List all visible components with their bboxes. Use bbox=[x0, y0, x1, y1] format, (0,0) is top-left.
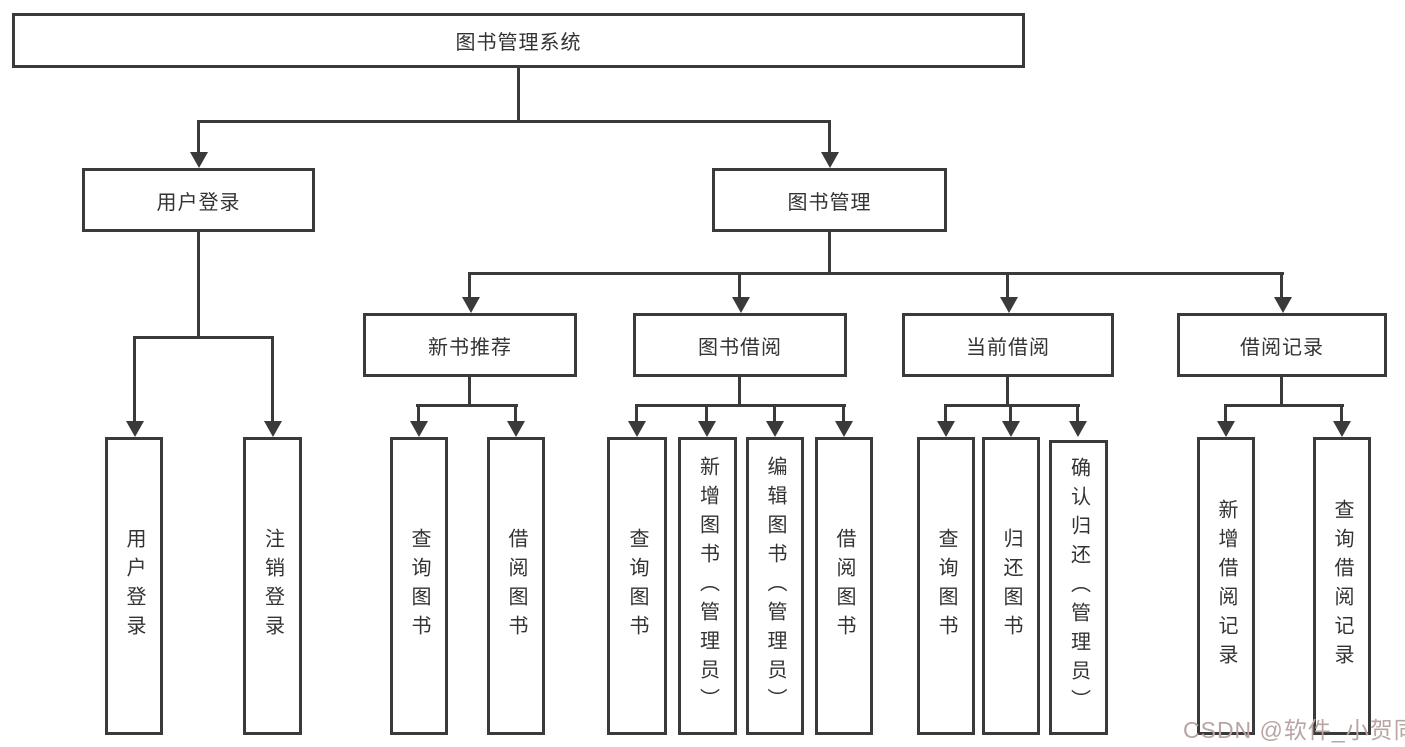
arrowhead-current-borrow bbox=[1000, 297, 1018, 313]
node-new-book-recommend-label: 新书推荐 bbox=[428, 336, 512, 359]
connector-to-book-management bbox=[828, 120, 831, 153]
leaf-edit-book-admin: 编辑图书（管理员） bbox=[746, 437, 804, 735]
leaf-borrow-books-2: 借阅图书 bbox=[815, 437, 873, 735]
node-new-book-recommend: 新书推荐 bbox=[363, 313, 577, 377]
node-book-management-label: 图书管理 bbox=[787, 191, 872, 214]
leaf-query-books-2-label: 查询图书 bbox=[626, 528, 648, 644]
connector-to-user-login bbox=[197, 120, 200, 153]
connector-to-return-books bbox=[1009, 404, 1012, 421]
leaf-confirm-return-admin-label: 确认归还（管理员） bbox=[1067, 457, 1090, 718]
connector-to-edit-book bbox=[773, 404, 776, 421]
leaf-query-books-1: 查询图书 bbox=[390, 437, 448, 735]
connector-borrow-records-stem bbox=[1280, 377, 1283, 404]
leaf-query-borrow-record-label: 查询借阅记录 bbox=[1331, 499, 1353, 673]
leaf-add-book-admin-label: 新增图书（管理员） bbox=[696, 455, 719, 717]
leaf-add-book-admin: 新增图书（管理员） bbox=[678, 437, 737, 735]
leaf-logout-label: 注销登录 bbox=[261, 528, 284, 644]
arrowhead-borrow-books-1 bbox=[507, 421, 525, 437]
arrowhead-borrow-records bbox=[1274, 297, 1292, 313]
arrowhead-new-book bbox=[462, 297, 480, 313]
arrowhead-user-login bbox=[190, 152, 208, 168]
connector-current-borrow-branch bbox=[944, 404, 1080, 407]
connector-to-query-books-2 bbox=[635, 404, 638, 421]
arrowhead-return-books bbox=[1002, 421, 1020, 437]
node-root: 图书管理系统 bbox=[12, 13, 1025, 68]
leaf-add-borrow-record-label: 新增借阅记录 bbox=[1215, 499, 1237, 673]
leaf-return-books-label: 归还图书 bbox=[1000, 528, 1022, 644]
leaf-borrow-books-2-label: 借阅图书 bbox=[833, 528, 855, 644]
node-user-login-label: 用户登录 bbox=[156, 191, 241, 214]
connector-book-management-stem bbox=[828, 232, 831, 272]
arrowhead-borrow-books-2 bbox=[835, 421, 853, 437]
connector-to-current-borrow bbox=[1006, 272, 1009, 297]
connector-root-stem bbox=[517, 68, 520, 120]
arrowhead-book-management bbox=[821, 152, 839, 168]
connector-current-borrow-stem bbox=[1006, 377, 1009, 404]
connector-to-add-borrow-record bbox=[1224, 404, 1227, 421]
leaf-query-books-3-label: 查询图书 bbox=[935, 528, 957, 644]
arrowhead-confirm-return bbox=[1069, 421, 1087, 437]
arrowhead-edit-book bbox=[766, 421, 784, 437]
leaf-query-books-1-label: 查询图书 bbox=[408, 528, 430, 644]
csdn-watermark: CSDN @软件_小贺同学 bbox=[1183, 717, 1405, 743]
connector-borrow-records-branch bbox=[1224, 404, 1344, 407]
leaf-logout: 注销登录 bbox=[243, 437, 302, 735]
leaf-query-books-3: 查询图书 bbox=[917, 437, 975, 735]
arrowhead-query-borrow-record bbox=[1333, 421, 1351, 437]
connector-to-borrow-records bbox=[1280, 272, 1283, 297]
connector-to-query-books-1 bbox=[417, 404, 420, 421]
connector-user-login-stem bbox=[197, 232, 200, 336]
node-borrow-records-label: 借阅记录 bbox=[1240, 336, 1324, 359]
connector-book-borrow-branch bbox=[635, 404, 846, 407]
arrowhead-leaf-logout bbox=[264, 421, 282, 437]
connector-to-new-book bbox=[468, 272, 471, 297]
node-borrow-records: 借阅记录 bbox=[1177, 313, 1387, 377]
connector-to-add-book bbox=[705, 404, 708, 421]
leaf-add-borrow-record: 新增借阅记录 bbox=[1197, 437, 1255, 735]
leaf-query-borrow-record: 查询借阅记录 bbox=[1313, 437, 1371, 735]
arrowhead-add-borrow-record bbox=[1217, 421, 1235, 437]
node-root-label: 图书管理系统 bbox=[455, 32, 582, 54]
leaf-user-login: 用户登录 bbox=[105, 437, 163, 735]
connector-user-login-branch bbox=[133, 336, 274, 339]
arrowhead-add-book bbox=[698, 421, 716, 437]
connector-to-leaf-user-login bbox=[133, 336, 136, 421]
connector-to-book-borrow bbox=[738, 272, 741, 297]
node-book-borrow-label: 图书借阅 bbox=[698, 336, 782, 359]
connector-to-leaf-logout bbox=[271, 336, 274, 421]
leaf-edit-book-admin-label: 编辑图书（管理员） bbox=[764, 455, 786, 717]
arrowhead-query-books-3 bbox=[937, 421, 955, 437]
leaf-query-books-2: 查询图书 bbox=[607, 437, 667, 735]
connector-to-query-borrow-record bbox=[1340, 404, 1343, 421]
leaf-borrow-books-1: 借阅图书 bbox=[487, 437, 545, 735]
arrowhead-leaf-user-login bbox=[126, 421, 144, 437]
connector-book-management-branch bbox=[468, 272, 1284, 275]
arrowhead-query-books-1 bbox=[410, 421, 428, 437]
connector-root-branch bbox=[197, 120, 831, 123]
leaf-user-login-label: 用户登录 bbox=[123, 528, 145, 644]
connector-to-confirm-return bbox=[1076, 404, 1079, 421]
connector-to-borrow-books-2 bbox=[842, 404, 845, 421]
node-book-borrow: 图书借阅 bbox=[633, 313, 847, 377]
connector-new-book-branch bbox=[416, 404, 518, 407]
leaf-confirm-return-admin: 确认归还（管理员） bbox=[1049, 440, 1108, 735]
connector-to-borrow-books-1 bbox=[514, 404, 517, 421]
connector-new-book-stem bbox=[468, 377, 471, 404]
node-user-login: 用户登录 bbox=[82, 168, 315, 232]
connector-to-query-books-3 bbox=[944, 404, 947, 421]
node-current-borrow: 当前借阅 bbox=[902, 313, 1114, 377]
connector-book-borrow-stem bbox=[738, 377, 741, 404]
arrowhead-book-borrow bbox=[732, 297, 750, 313]
leaf-return-books: 归还图书 bbox=[982, 437, 1040, 735]
node-current-borrow-label: 当前借阅 bbox=[966, 336, 1050, 359]
node-book-management: 图书管理 bbox=[712, 168, 947, 232]
arrowhead-query-books-2 bbox=[628, 421, 646, 437]
leaf-borrow-books-1-label: 借阅图书 bbox=[505, 528, 527, 644]
